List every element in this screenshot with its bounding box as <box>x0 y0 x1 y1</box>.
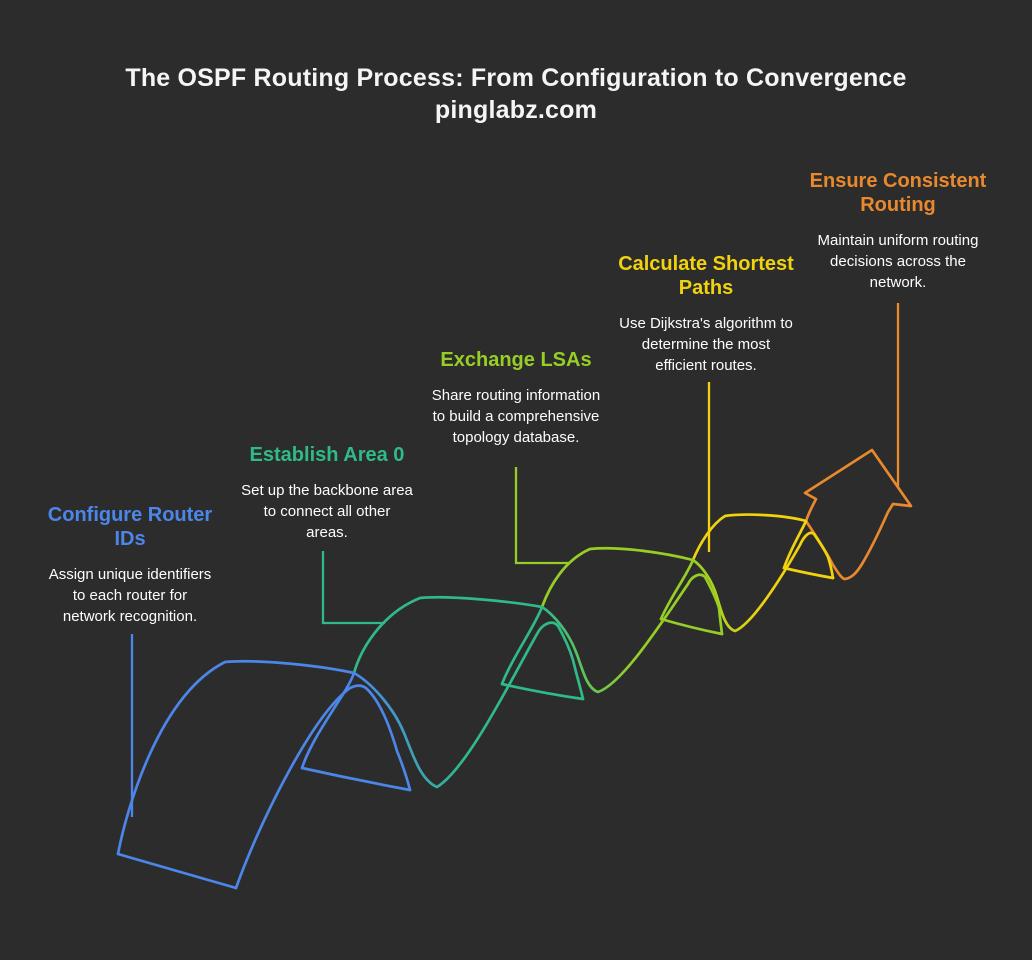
step-heading-5: Ensure Consistent Routing <box>809 170 987 216</box>
step-label-5: Ensure Consistent Routing Maintain unifo… <box>802 169 994 293</box>
step-heading-1: Configure Router IDs <box>47 504 213 550</box>
step-description-1: Assign unique identifiers to each router… <box>48 566 212 625</box>
ribbon-segment-2-trough <box>500 682 585 701</box>
step-heading-3: Exchange LSAs <box>440 349 592 371</box>
step-description-2: Set up the backbone area to connect all … <box>241 482 413 541</box>
arrow-head-outline <box>803 448 913 581</box>
step-description-4: Use Dijkstra's algorithm to determine th… <box>619 315 793 374</box>
ribbon-segment-4-edge-a <box>691 513 808 562</box>
diagram-title: The OSPF Routing Process: From Configura… <box>0 62 1032 126</box>
ribbon-segment-1-edge-a <box>116 659 356 856</box>
ribbon-segment-1-cap <box>116 852 238 890</box>
ribbon-segment-3-outer-arch <box>659 558 695 621</box>
ribbon-segment-4-outer-arch <box>782 519 808 570</box>
step-heading-4: Calculate Shortest Paths <box>618 253 794 299</box>
diagram-title-line-2: pinglabz.com <box>434 96 598 124</box>
diagram-title-line-1: The OSPF Routing Process: From Configura… <box>125 64 907 92</box>
step-label-1: Configure Router IDs Assign unique ident… <box>45 503 215 627</box>
ribbon-segment-1-trough <box>300 766 412 792</box>
step-label-3: Exchange LSAs Share routing information … <box>425 348 607 448</box>
ribbon-segment-2-edge-a <box>352 595 544 675</box>
ribbon-segment-4-edge-b <box>691 531 835 633</box>
ribbon-segment-3-edge-b <box>540 573 724 694</box>
step-label-4: Calculate Shortest Paths Use Dijkstra's … <box>615 252 797 376</box>
ribbon-segment-3-trough <box>659 617 724 636</box>
ribbon-segment-3-edge-a <box>540 546 695 609</box>
step-label-2: Establish Area 0 Set up the backbone are… <box>241 443 413 543</box>
ribbon-segment-1-edge-b <box>234 684 412 890</box>
step-heading-2: Establish Area 0 <box>249 444 405 466</box>
ribbon-segment-2-edge-b <box>352 621 585 789</box>
ribbon-segment-4-trough <box>782 566 835 580</box>
step-description-3: Share routing information to build a com… <box>431 387 601 446</box>
ribbon-segment-1-outer-arch <box>300 671 356 770</box>
step-description-5: Maintain uniform routing decisions acros… <box>817 232 979 291</box>
connector-line-3 <box>514 467 569 565</box>
ribbon-segment-2-outer-arch <box>500 605 544 686</box>
connector-line-2 <box>321 551 385 625</box>
